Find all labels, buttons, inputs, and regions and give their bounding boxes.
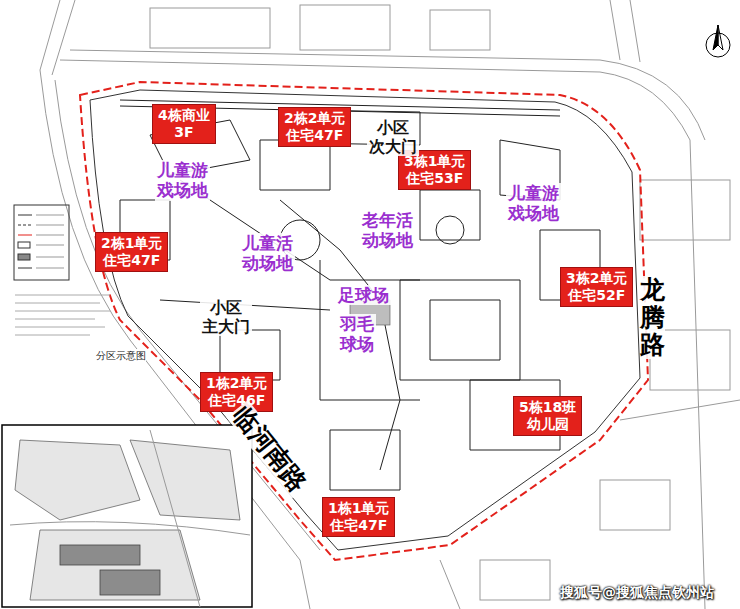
inset-caption: 分区示意图 [96,349,146,363]
building-text: 5栋18班 幼儿园 [519,399,576,433]
building-tag: 1栋2单元 住宅46F [200,372,273,412]
gate-label: 小区 主大门 [200,298,252,336]
building-text: 3栋2单元 住宅52F [566,270,627,304]
road-label: 龙腾路 [640,276,665,359]
building-text: 1栋2单元 住宅46F [206,375,267,409]
building-text: 1栋1单元 住宅47F [328,500,389,534]
building-text: 2栋1单元 住宅47F [101,235,162,269]
area-label: 儿童活 动场地 [240,233,295,274]
area-label: 羽毛 球场 [338,314,376,355]
building-tag: 2栋1单元 住宅47F [95,232,168,272]
building-text: 4栋商业 3F [158,107,210,141]
building-tag: 3栋2单元 住宅52F [560,267,633,307]
building-tag: 2栋2单元 住宅47F [278,107,351,147]
building-tag: 5栋18班 幼儿园 [513,396,582,436]
building-text: 3栋1单元 住宅53F [404,153,465,187]
building-tag: 4栋商业 3F [152,104,216,144]
area-label: 老年活 动场地 [360,210,415,251]
area-label: 足球场 [336,285,391,305]
building-text: 2栋2单元 住宅47F [284,110,345,144]
gate-label: 小区 次大门 [367,118,419,156]
watermark: 搜狐号@搜狐焦点钦州站 [560,584,714,602]
area-label: 儿童游 戏场地 [506,183,561,224]
area-label: 儿童游 戏场地 [155,160,210,201]
building-tag: 1栋1单元 住宅47F [322,497,395,537]
